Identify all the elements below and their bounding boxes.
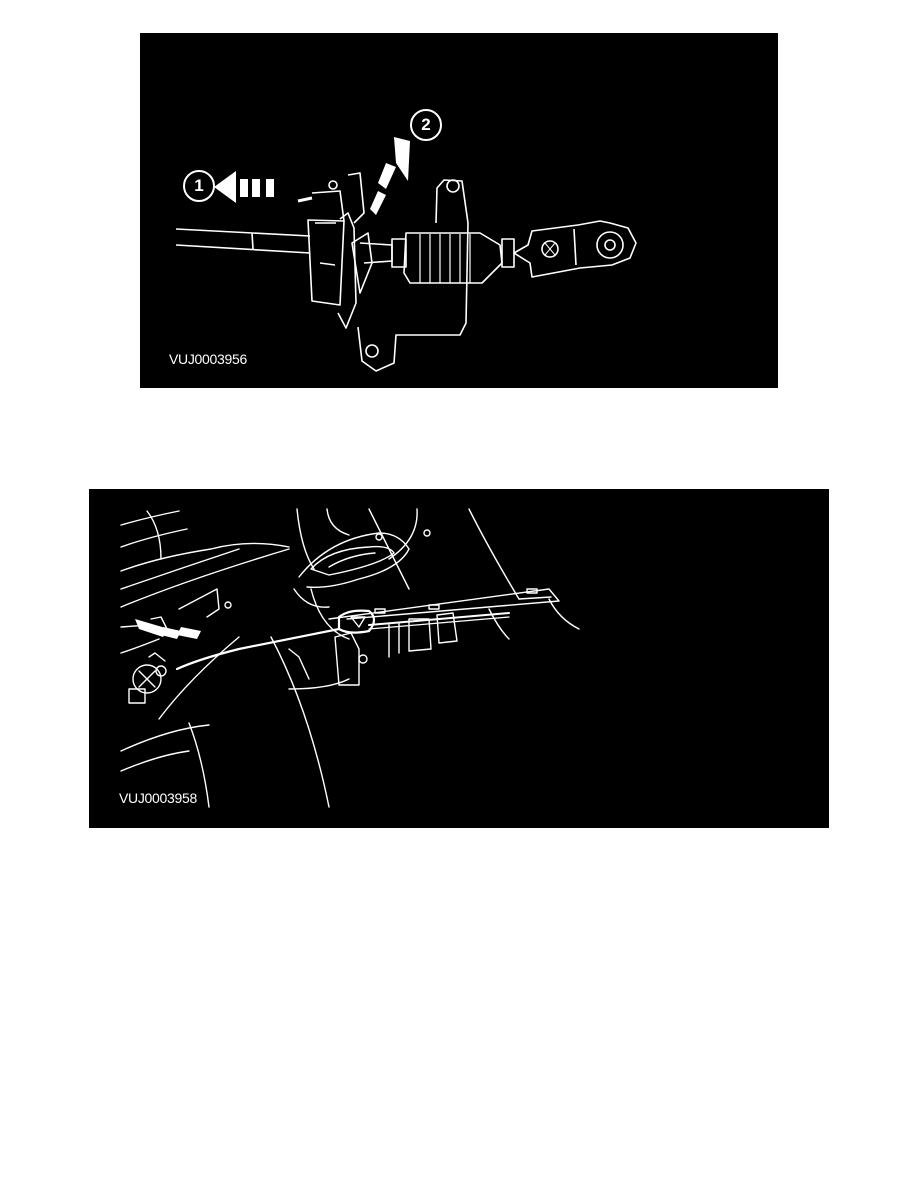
- callout-number: 2: [421, 115, 431, 134]
- callout-2: 2: [410, 109, 442, 141]
- arrow-up-icon: [370, 137, 410, 215]
- underbody-illustration: [120, 508, 580, 808]
- figure-label: VUJ0003956: [169, 351, 247, 367]
- callout-number: 1: [194, 176, 204, 195]
- cable-illustration: [175, 172, 637, 372]
- callout-1: 1: [183, 170, 215, 202]
- figure-label: VUJ0003958: [119, 790, 197, 806]
- figure-cable-disconnect: 1 2 VUJ0003956: [140, 33, 778, 388]
- figure-cable-routing: VUJ0003958: [89, 489, 829, 828]
- arrow-left-icon: [214, 171, 274, 203]
